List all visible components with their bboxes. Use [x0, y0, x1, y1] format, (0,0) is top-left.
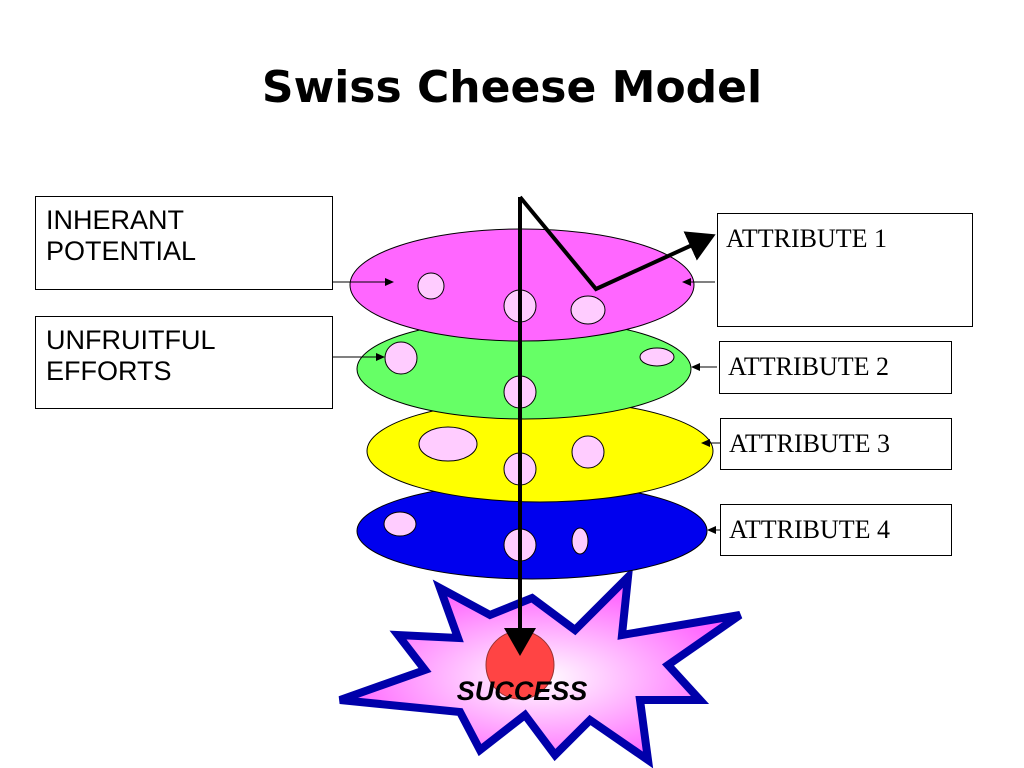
- attribute-4-label: ATTRIBUTE 4: [729, 515, 891, 544]
- attribute-3-label: ATTRIBUTE 3: [729, 429, 891, 458]
- attribute-1-box: ATTRIBUTE 1: [717, 213, 973, 327]
- attribute-2-box: ATTRIBUTE 2: [719, 341, 952, 394]
- hole: [418, 426, 478, 462]
- attribute-2-label: ATTRIBUTE 2: [728, 352, 890, 381]
- inherant-potential-box: INHERANT POTENTIAL: [35, 196, 333, 290]
- slide-title: Swiss Cheese Model: [261, 62, 763, 113]
- hole: [384, 341, 418, 375]
- unfruitful-efforts-line-1: UNFRUITFUL: [46, 325, 216, 355]
- attribute-4-box: ATTRIBUTE 4: [720, 504, 952, 556]
- attribute-3-box: ATTRIBUTE 3: [720, 418, 952, 470]
- success-label: SUCCESS: [457, 676, 588, 706]
- hole: [639, 347, 675, 367]
- hole: [571, 435, 605, 469]
- inherant-potential-line-2: POTENTIAL: [46, 236, 197, 266]
- attribute-1-label: ATTRIBUTE 1: [726, 224, 888, 253]
- deflected-path-arrow: [518, 195, 716, 292]
- unfruitful-efforts-line-2: EFFORTS: [46, 356, 172, 386]
- inherant-potential-line-1: INHERANT: [46, 205, 185, 235]
- unfruitful-efforts-box: UNFRUITFUL EFFORTS: [35, 316, 333, 409]
- hole: [383, 511, 417, 537]
- hole: [417, 272, 445, 300]
- hole: [570, 295, 606, 325]
- hole: [571, 527, 589, 555]
